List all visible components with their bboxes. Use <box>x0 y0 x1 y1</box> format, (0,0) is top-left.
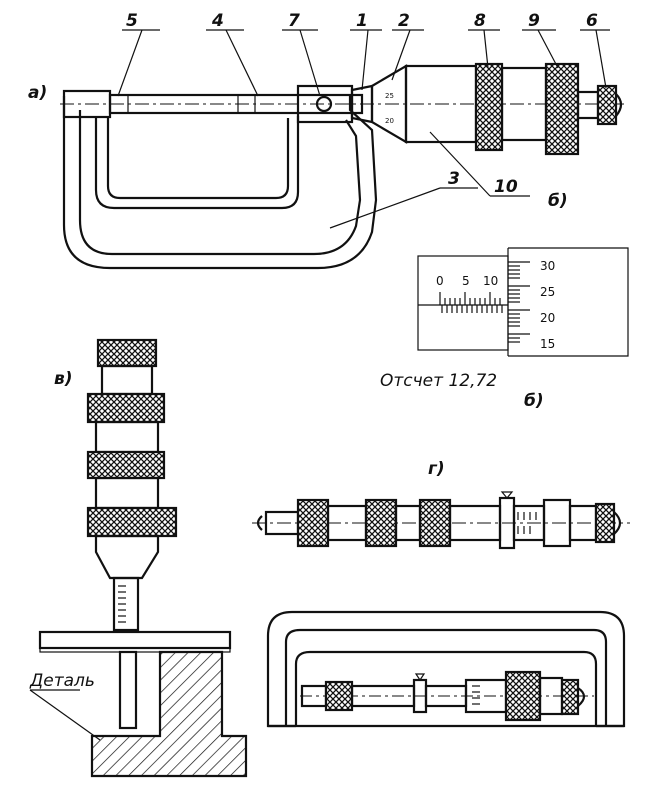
inside-knurl-2 <box>364 498 398 548</box>
lock-screw <box>315 95 333 113</box>
inside-ratchet <box>594 502 616 544</box>
ratchet-knob <box>596 84 618 126</box>
panel-label-g: г) <box>428 459 445 479</box>
part-leader <box>29 689 101 741</box>
frame-outer-contour <box>62 96 378 270</box>
depth-ratchet-neck <box>100 364 154 396</box>
knurled-ring-9 <box>544 62 580 156</box>
spindle <box>108 93 364 115</box>
thimble-scale-panel <box>508 247 629 357</box>
panel-label-b-bottom: б) <box>524 391 544 411</box>
callout-leaders <box>117 29 610 229</box>
panel-label-a: а) <box>28 83 47 103</box>
depth-knurl-ring-2 <box>86 450 166 480</box>
inside-knurl-3 <box>418 498 452 548</box>
depth-stem-ticks <box>118 585 126 623</box>
inside-knurl-1 <box>296 498 330 548</box>
depth-thimble-1 <box>94 420 160 454</box>
panel-label-b-top: б) <box>548 191 568 211</box>
sleeve-number-0: 0 <box>436 274 444 288</box>
thimble-number-15: 15 <box>540 337 555 351</box>
inner-rod <box>350 684 416 708</box>
depth-micrometer-view: в) Деталь <box>29 338 248 778</box>
depth-thimble-2 <box>94 476 160 510</box>
callout-6: 6 <box>586 11 598 31</box>
callout-9: 9 <box>528 11 540 31</box>
sleeve-number-10: 10 <box>483 274 498 288</box>
frame-outer-inner-line <box>78 110 362 256</box>
callout-7: 7 <box>288 11 300 31</box>
scale-reading-view: 0 5 10 30 25 20 15 Отсчет 12,72 б) <box>380 247 629 411</box>
sleeve-digit-lower: 20 <box>385 117 394 125</box>
inside-tip-right <box>613 511 622 535</box>
depth-sleeve-cone <box>94 534 160 580</box>
u-part-middle <box>284 628 608 726</box>
callout-10: 10 <box>494 177 518 197</box>
frame-inner-contour <box>94 116 300 210</box>
u-part-inner <box>294 650 598 726</box>
depth-knurl-ring-3 <box>86 506 178 538</box>
panel-label-v: в) <box>54 369 73 389</box>
inside-tip-left <box>256 515 263 531</box>
inside-micrometer-view: г) <box>252 459 630 728</box>
reading-caption: Отсчет 12,72 <box>380 371 497 391</box>
callout-8: 8 <box>474 11 486 31</box>
depth-rod <box>118 650 138 730</box>
frame-inner-second-line <box>106 118 290 200</box>
callout-5: 5 <box>126 11 138 31</box>
depth-ratchet-knob <box>96 338 158 368</box>
inner-tip-right <box>577 687 586 707</box>
thimble-ticks <box>508 261 530 343</box>
outside-micrometer-view: а) 25 20 <box>28 11 628 270</box>
callout-4: 4 <box>211 11 224 31</box>
inner-knurl-2 <box>504 670 542 722</box>
thimble-number-20: 20 <box>540 311 555 325</box>
inner-knurl-1 <box>324 680 354 712</box>
inner-lock-screw <box>414 673 426 682</box>
sleeve-number-5: 5 <box>462 274 470 288</box>
inside-sleeve-ticks <box>517 512 537 534</box>
ratchet-cap <box>615 93 623 117</box>
inner-thimble-ticks <box>472 685 480 705</box>
callout-1: 1 <box>356 11 368 31</box>
inner-ratchet <box>560 678 580 716</box>
sleeve-digit-upper: 25 <box>385 92 394 100</box>
callout-2: 2 <box>398 11 410 31</box>
depth-stem <box>112 576 140 632</box>
ratchet-neck <box>576 90 600 120</box>
callout-3: 3 <box>448 169 460 189</box>
thimble-number-30: 30 <box>540 259 555 273</box>
depth-knurl-ring-1 <box>86 392 166 424</box>
knurled-ring-8 <box>474 62 504 152</box>
part-label: Деталь <box>29 671 95 691</box>
inside-lock-screw <box>500 491 514 499</box>
sleeve-ticks <box>439 292 503 313</box>
measured-part <box>90 650 248 778</box>
u-part-outer <box>266 610 626 728</box>
depth-base-bar <box>38 630 232 650</box>
thimble-number-25: 25 <box>540 285 555 299</box>
